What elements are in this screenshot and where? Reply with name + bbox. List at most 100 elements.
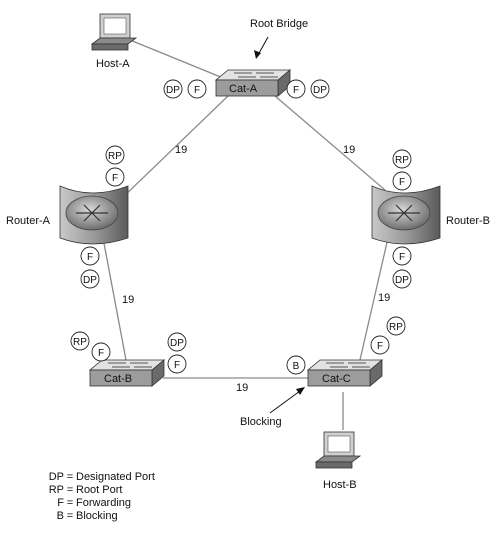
legend: DP=Designated Port RP=Root Port F=Forwar… [44,471,155,523]
link-router-b-cat-c [359,237,389,361]
port-badge: DP [310,79,330,99]
arrowhead-icon [254,50,261,59]
port-label: DP [166,85,180,96]
switch-arrows-icon [234,72,278,78]
root-bridge-arrow [257,36,269,56]
keyboard [314,455,362,463]
cost-cat-a-router-b: 19 [343,144,355,156]
cost-cat-a-router-a: 19 [175,144,187,156]
blocking-label: Blocking [240,416,282,428]
port-label: RP [389,322,403,333]
router-b: Router-B [371,185,490,245]
switch-label-cat-a: Cat-A [229,83,258,95]
legend-meaning: Designated Port [76,471,155,483]
link-cat-a-router-b [274,95,386,191]
legend-row: DP=Designated Port [44,471,155,484]
legend-code: DP [48,471,64,483]
arrowhead-icon [296,387,305,395]
port-label: F [174,360,180,371]
port-label: F [98,348,104,359]
port-label: DP [170,338,184,349]
port-label: DP [83,275,97,286]
port-badge: F [286,79,306,99]
port-label: F [87,252,93,263]
legend-meaning: Blocking [76,510,118,522]
base [315,461,353,469]
port-label: B [293,361,300,372]
link-costs: 19 19 19 19 19 [122,144,390,394]
switch-arrows-icon [108,362,152,368]
port-badge: DP [80,269,100,289]
cost-cat-b-cat-c: 19 [236,382,248,394]
link-router-a-cat-b [102,237,127,361]
host-a: Host-A [90,13,138,70]
port-label: RP [395,155,409,166]
port-badge: F [167,354,187,374]
host-label-a: Host-A [96,58,130,70]
legend-code: B [56,510,64,522]
port-label: F [377,341,383,352]
switch-front-face [307,369,371,387]
host-label-b: Host-B [323,479,357,491]
legend-meaning: Forwarding [76,497,132,509]
legend-equals: = [66,510,74,522]
port-roles: DP F F DP RP F F DP RP F F DP RP F DP F … [70,79,412,375]
port-badge: F [105,167,125,187]
legend-row: B=Blocking [44,510,155,523]
port-badge: F [80,246,100,266]
port-badge: DP [163,79,183,99]
host-b: Host-B [314,431,362,491]
port-badge: RP [386,316,406,336]
legend-equals: = [66,471,74,483]
port-label: DP [313,85,327,96]
link-host-a-cat-a [129,39,229,81]
cost-router-a-cat-b: 19 [122,294,134,306]
port-badge: F [370,335,390,355]
switch-top-face [306,359,384,371]
port-label: RP [108,151,122,162]
port-label: F [293,85,299,96]
cost-router-b-cat-c: 19 [378,292,390,304]
blocking-arrow [269,390,301,414]
links [102,39,389,430]
switch-top-face [88,359,166,371]
legend-code: RP [48,484,64,496]
legend-row: RP=Root Port [44,484,155,497]
router-label-a: Router-A [6,215,51,227]
switch-label-cat-c: Cat-C [322,373,351,385]
switch-arrows-icon [326,362,370,368]
legend-equals: = [66,484,74,496]
monitor-screen [327,435,351,453]
switch-label-cat-b: Cat-B [104,373,132,385]
port-badge: RP [70,331,90,351]
switch-cat-a: Cat-A [214,69,292,97]
monitor-screen [103,17,127,35]
base [91,43,129,51]
link-cat-a-router-a [119,95,229,201]
legend-equals: = [66,497,74,509]
router-arrows-icon [76,204,108,222]
router-arrows-icon [388,204,420,222]
legend-code: F [57,497,64,509]
port-label: F [399,177,405,188]
port-badge: RP [105,145,125,165]
router-label-b: Router-B [446,215,490,227]
port-label: DP [395,275,409,286]
blocking-pointer: Blocking [240,387,305,428]
port-badge: DP [392,269,412,289]
keyboard [90,37,138,45]
port-label: F [112,173,118,184]
port-badge: F [392,246,412,266]
port-label: RP [73,337,87,348]
root-bridge-pointer: Root Bridge [250,18,308,59]
switch-cat-b: Cat-B [88,359,166,387]
switch-top-face [214,69,292,81]
port-label: F [399,252,405,263]
port-badge: F [187,79,207,99]
port-badge: F [392,171,412,191]
legend-row: F=Forwarding [44,497,155,510]
port-badge: RP [392,149,412,169]
switch-cat-c: Cat-C [306,359,384,387]
port-label: F [194,85,200,96]
